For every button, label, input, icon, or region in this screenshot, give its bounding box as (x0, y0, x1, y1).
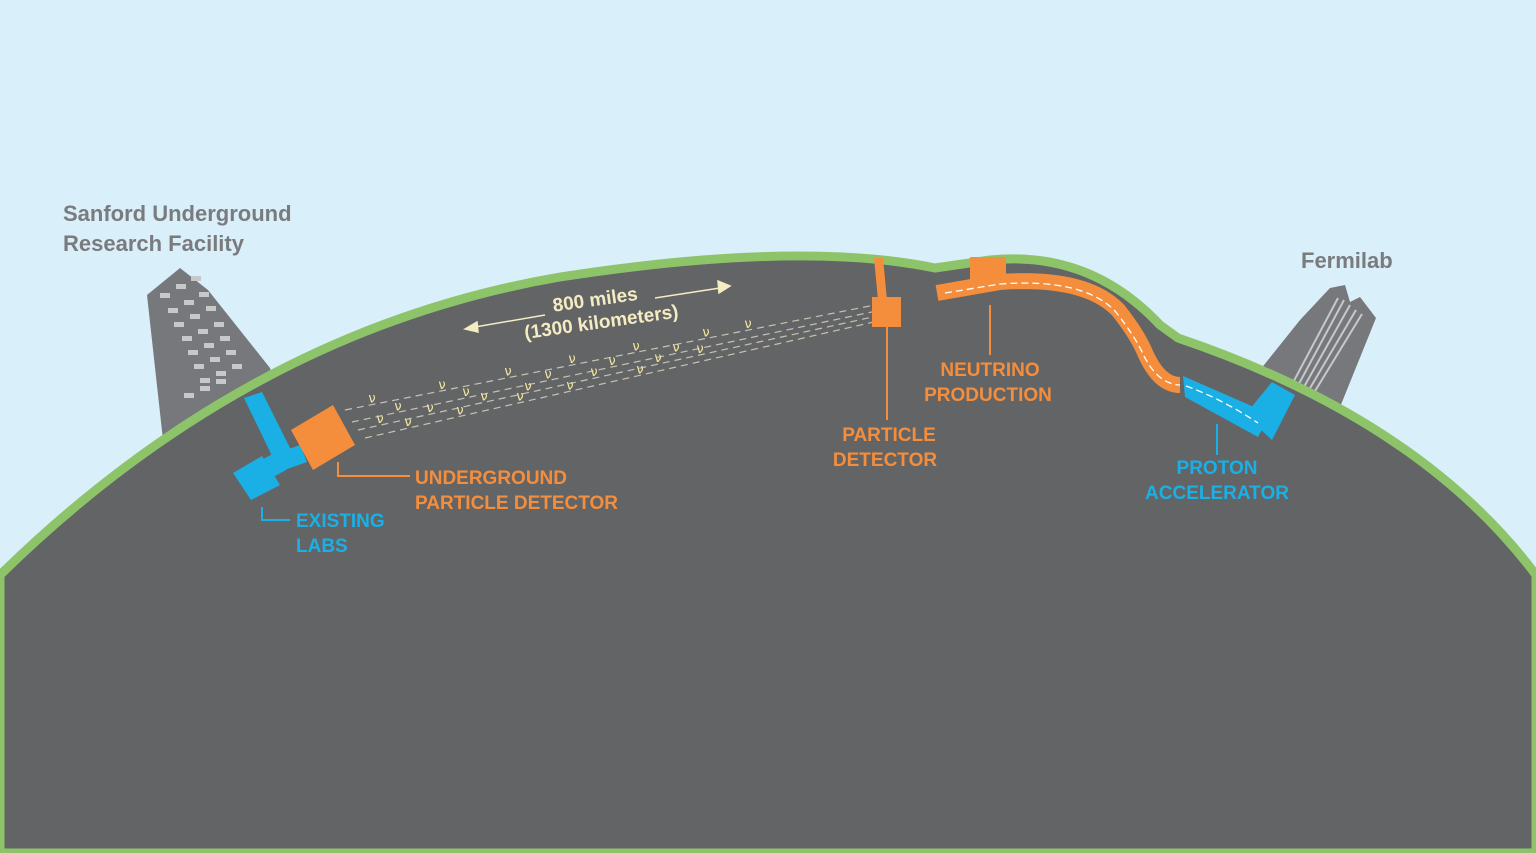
underground-detector-label-line2: PARTICLE DETECTOR (415, 493, 618, 514)
neutrino-symbol: ν (462, 385, 469, 400)
existing-labs-shape (233, 392, 307, 500)
neutrino-symbol: ν (632, 339, 639, 354)
neutrino-symbol: ν (480, 389, 487, 404)
neutrino-symbol: ν (544, 368, 551, 383)
neutrino-symbol: ν (654, 351, 661, 366)
neutrino-symbol: ν (590, 365, 597, 380)
neutrino-symbol: ν (516, 390, 523, 405)
neutrino-symbol: ν (376, 412, 383, 427)
neutrino-symbol: ν (524, 380, 531, 395)
neutrino-symbol: ν (696, 342, 703, 357)
neutrino-symbol: ν (504, 365, 511, 380)
earth-ground (0, 251, 1536, 853)
existing-labs-label-line2: LABS (296, 536, 348, 557)
near-detector-shape (872, 258, 901, 327)
underground-detector-shape (291, 405, 355, 470)
sanford-title-line1: Sanford Underground (63, 201, 292, 226)
neutrino-symbol: ν (566, 378, 573, 393)
underground-detector-label-line1: UNDERGROUND (415, 468, 567, 489)
neutrino-symbol: ν (456, 403, 463, 418)
neutrino-symbol: ν (702, 325, 709, 340)
particle-detector-label-line1: PARTICLE (842, 425, 936, 446)
neutrino-symbol: ν (636, 362, 643, 377)
particle-detector-label-line2: DETECTOR (833, 450, 937, 471)
leader-lines (261, 305, 1218, 521)
neutrino-symbol: ν (426, 401, 433, 416)
sanford-title-line2: Research Facility (63, 231, 245, 256)
neutrino-beam (344, 299, 901, 439)
neutrino-symbol: ν (608, 354, 615, 369)
distance-arrows (462, 279, 732, 333)
proton-accelerator-label-line2: ACCELERATOR (1145, 483, 1289, 504)
neutrino-production-label-line1: NEUTRINO (940, 360, 1039, 381)
neutrino-symbol: ν (672, 340, 679, 355)
neutrino-symbol: ν (744, 317, 751, 332)
neutrino-symbol: ν (404, 415, 411, 430)
neutrino-symbol: ν (438, 378, 445, 393)
neutrino-symbol: ν (394, 399, 401, 414)
neutrino-production-beamline (935, 257, 1181, 393)
existing-labs-label-line1: EXISTING (296, 511, 385, 532)
neutrino-symbol: ν (568, 352, 575, 367)
fermilab-title: Fermilab (1301, 248, 1393, 273)
proton-accelerator-label-line1: PROTON (1177, 458, 1258, 479)
proton-accelerator-shape (1183, 376, 1295, 440)
neutrino-symbol: ν (368, 392, 375, 407)
neutrino-production-label-line2: PRODUCTION (924, 385, 1052, 406)
